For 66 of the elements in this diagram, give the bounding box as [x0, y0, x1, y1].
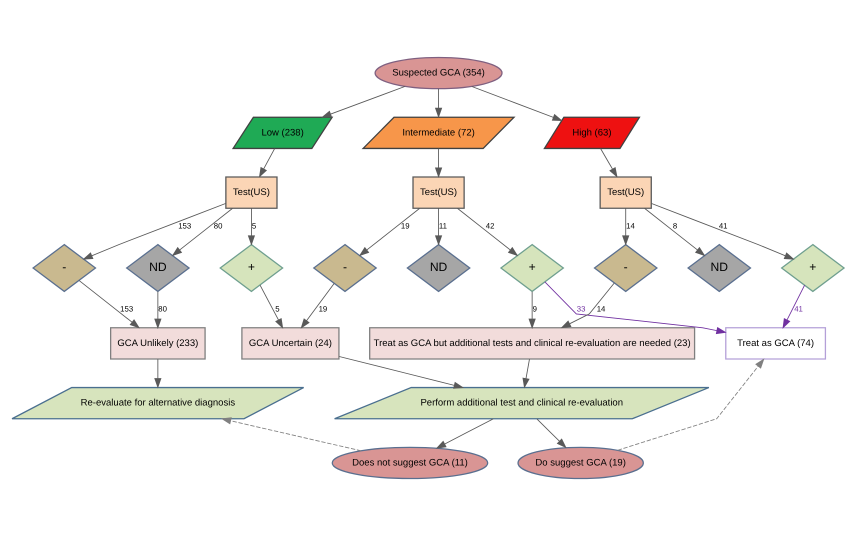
arrow: [522, 358, 530, 388]
edge-label: 8: [672, 221, 678, 230]
node-diamond: ND: [406, 244, 471, 292]
edge-label: 41: [718, 221, 728, 230]
edge-label: 19: [400, 221, 410, 230]
node-diamond: +: [219, 244, 284, 292]
arrow: [258, 148, 276, 178]
node-ellipse: Do suggest GCA (19): [517, 446, 644, 480]
arrow: [434, 148, 442, 178]
arrow: [471, 86, 563, 121]
arrow: [560, 282, 615, 328]
node-box: Treat as GCA but additional tests and clinical re-evaluation are needed (23): [369, 327, 696, 360]
edge-label: 41: [794, 304, 803, 314]
node-diamond: +: [500, 244, 564, 292]
edge-label: 153: [120, 304, 134, 314]
node-box: Treat as GCA (74): [725, 327, 826, 360]
node-ellipse: Does not suggest GCA (11): [332, 446, 488, 480]
edge-label: 11: [438, 221, 447, 230]
arrow: [651, 203, 795, 260]
arrow: [436, 418, 494, 449]
node-box: Test(US): [225, 176, 278, 209]
arrow: [78, 280, 140, 328]
node-diamond: -: [32, 244, 97, 292]
node-box: GCA Unlikely (233): [110, 327, 206, 360]
node-diamond: -: [593, 244, 658, 292]
arrow: [82, 203, 226, 260]
node-box: GCA Uncertain (24): [241, 327, 340, 360]
edge-label: 80: [214, 221, 222, 230]
arrow: [782, 284, 806, 329]
edge-label: 19: [318, 304, 328, 314]
arrow: [434, 208, 442, 246]
edge-label: 5: [275, 304, 280, 314]
node-diamond: ND: [687, 244, 752, 292]
arrow: [528, 291, 536, 330]
arrow: [544, 281, 727, 334]
arrow: [260, 284, 284, 329]
arrow: [434, 88, 442, 118]
arrow: [338, 356, 464, 389]
arrow: [154, 291, 162, 330]
edge-label: 14: [596, 304, 606, 314]
arrow: [321, 86, 406, 118]
edge-label: 5: [252, 221, 256, 230]
arrow: [457, 208, 518, 256]
edge-label: 33: [576, 304, 586, 314]
node-ellipse: Suspected GCA (354): [374, 56, 503, 90]
arrow: [248, 208, 256, 246]
node-diamond: -: [312, 244, 378, 292]
arrow: [220, 417, 362, 452]
node-box: Test(US): [600, 176, 652, 209]
edge-label: 42: [486, 221, 494, 230]
node-diamond: ND: [126, 244, 190, 292]
arrow: [622, 208, 630, 246]
arrow: [300, 282, 335, 329]
edge-label: 80: [158, 304, 167, 314]
arrow: [172, 208, 233, 256]
arrow: [600, 148, 618, 178]
arrow: [617, 358, 764, 451]
arrow: [358, 208, 420, 256]
arrow: [644, 208, 706, 256]
edge-label: 14: [626, 221, 635, 230]
edge-label: 153: [178, 221, 192, 230]
node-box: Test(US): [412, 176, 465, 209]
arrow: [536, 418, 567, 448]
edge-label: 9: [532, 304, 537, 314]
arrow: [154, 358, 162, 388]
node-diamond: +: [780, 244, 846, 292]
